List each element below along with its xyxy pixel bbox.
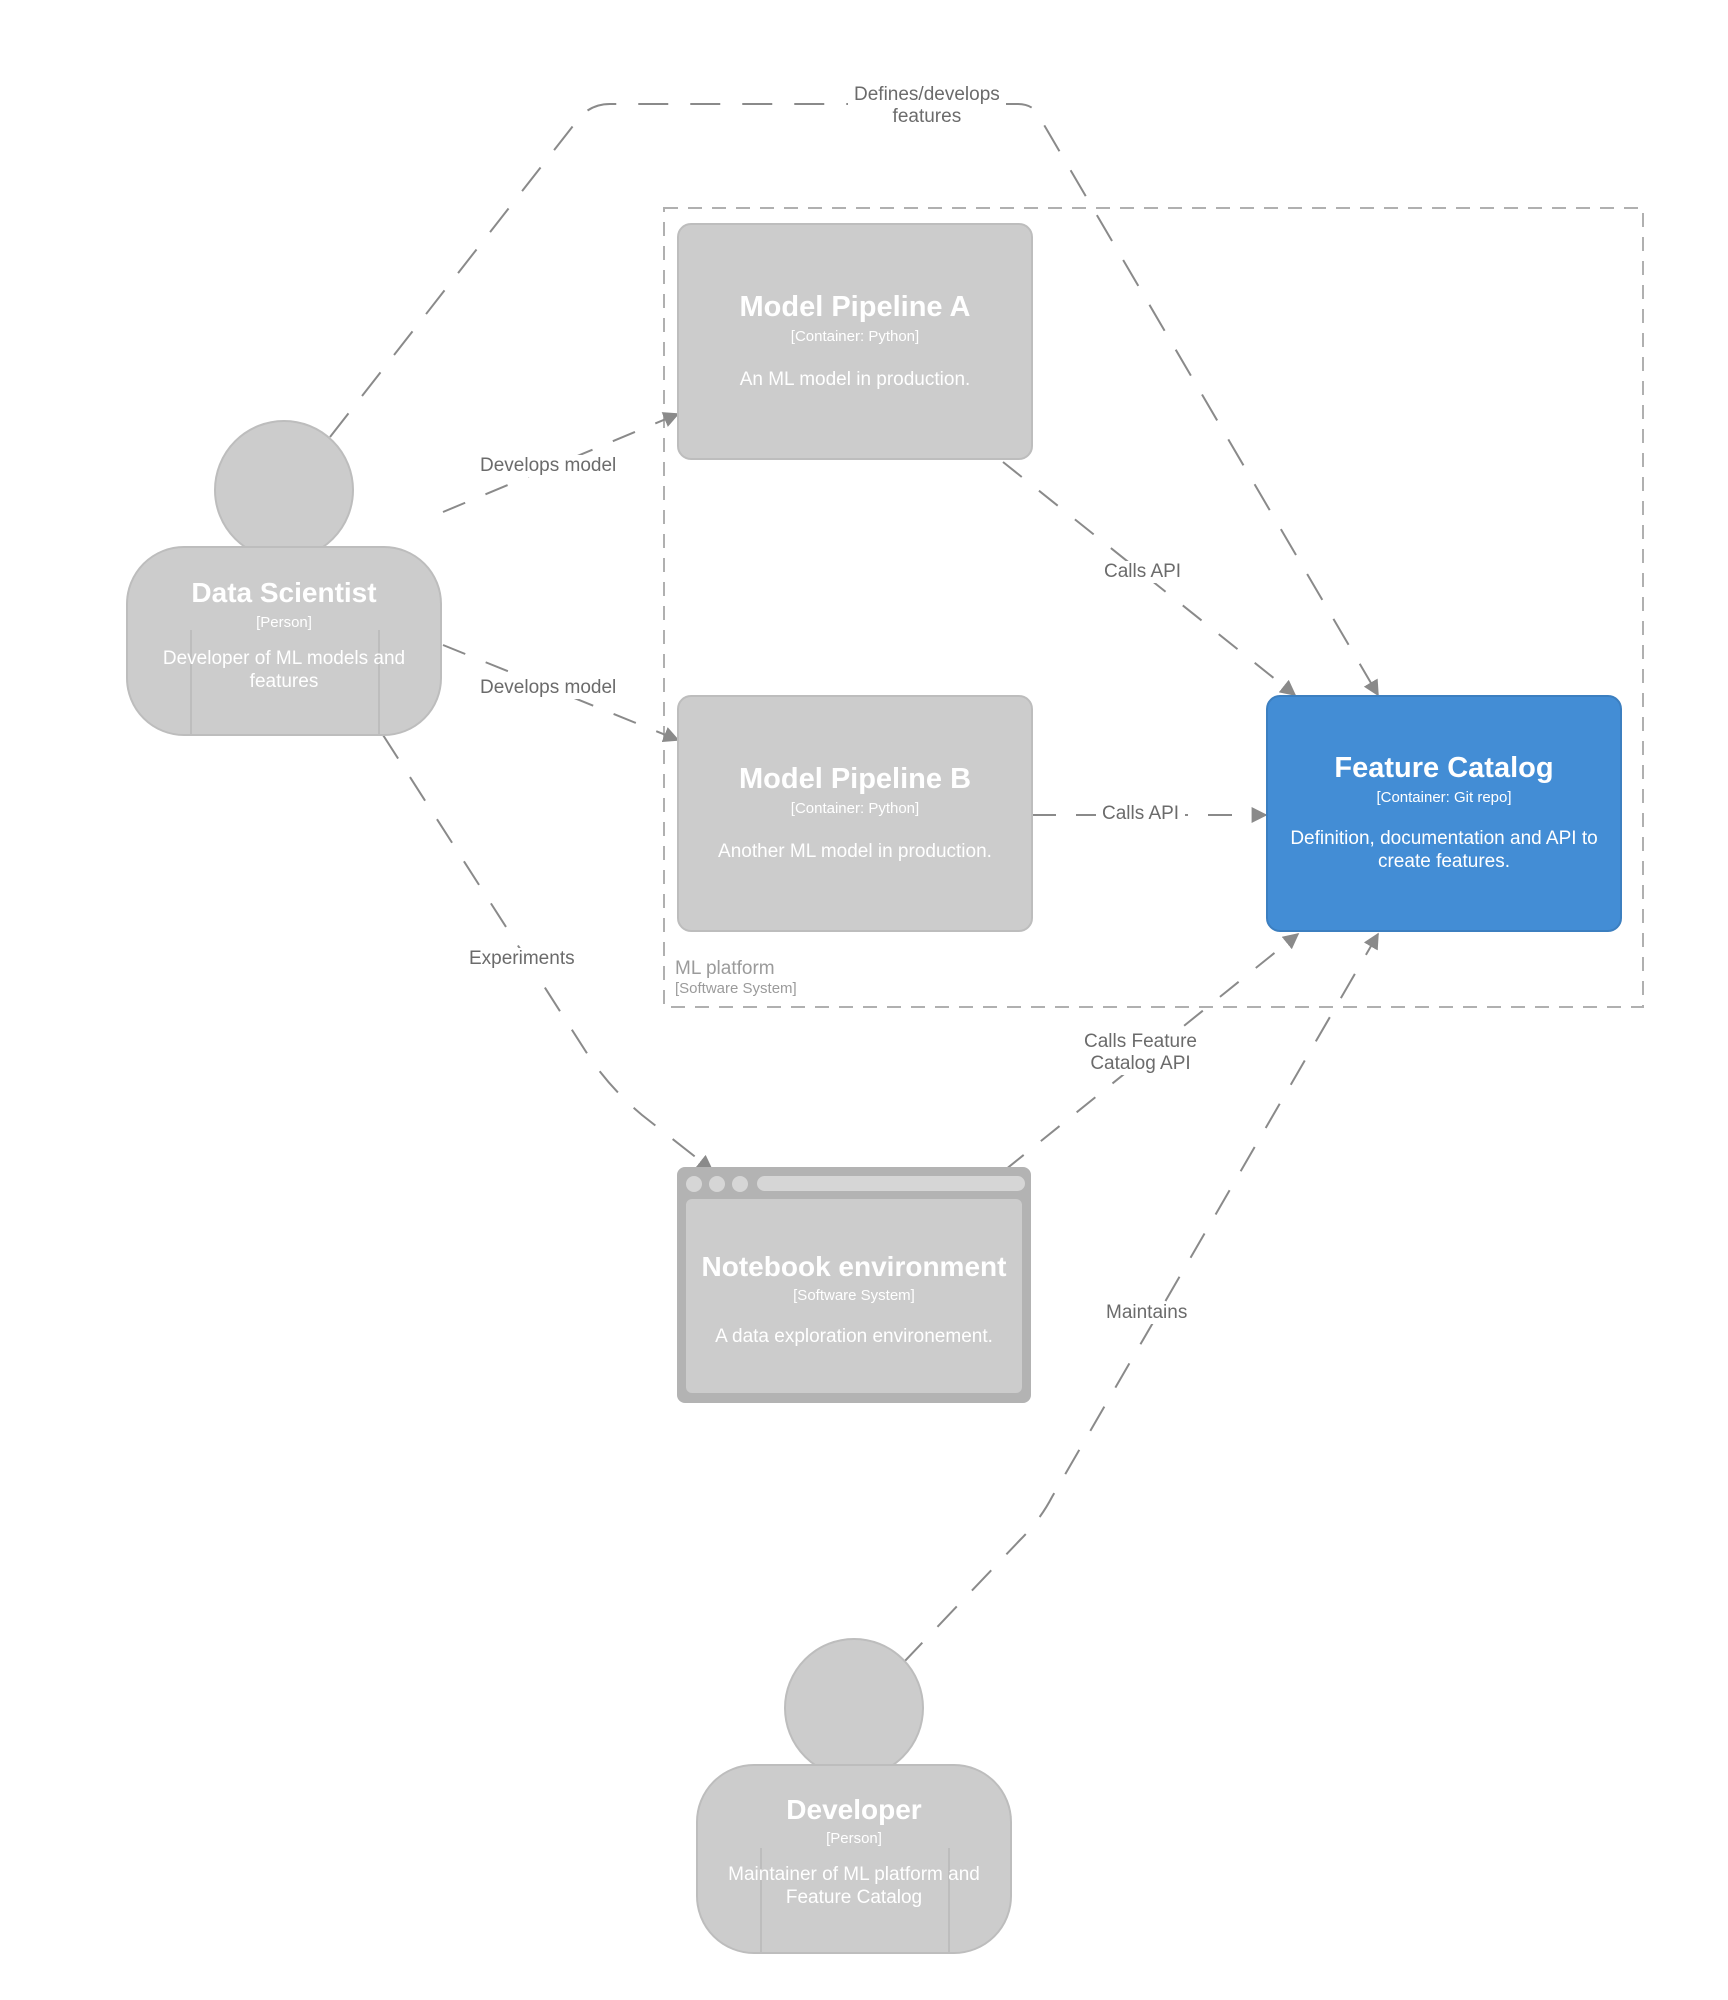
label-maintains: Maintains: [1100, 1302, 1194, 1324]
label-experiments: Experiments: [463, 948, 581, 970]
element-description: Definition, documentation and API to cre…: [1268, 827, 1620, 873]
person-arm-right: [948, 1848, 950, 1954]
person-body: [696, 1764, 1012, 1954]
element-title: Model Pipeline B: [738, 763, 972, 795]
element-description: Developer of ML models and features: [144, 647, 424, 693]
window-dot-icon: [709, 1176, 725, 1192]
element-title: Notebook environment: [701, 1251, 1007, 1282]
label-line: Calls Feature: [1084, 1031, 1197, 1052]
label-calls-api-b: Calls API: [1096, 803, 1186, 825]
window-address-bar: [757, 1176, 1025, 1191]
edge-experiments: [382, 734, 714, 1171]
element-kind: [Person]: [256, 614, 312, 631]
ml-platform-boundary: [663, 207, 1644, 1008]
description-line: features: [249, 671, 319, 692]
label-develops-model-b: Develops model: [474, 677, 623, 699]
element-title: Model Pipeline A: [739, 291, 971, 323]
description-line: Developer of ML models and: [162, 648, 406, 669]
edge-defines-features: [329, 103, 1379, 697]
window-screen: Notebook environment [Software System] A…: [686, 1199, 1022, 1393]
person-data-scientist[interactable]: Data Scientist [Person] Developer of ML …: [126, 420, 442, 736]
person-developer[interactable]: Developer [Person] Maintainer of ML plat…: [696, 1638, 1012, 1954]
system-notebook-environment[interactable]: Notebook environment [Software System] A…: [677, 1167, 1031, 1403]
element-kind: [Container: Python]: [790, 328, 920, 345]
ml-platform-label: ML platform [Software System]: [675, 958, 797, 998]
label-develops-model-a: Develops model: [474, 455, 623, 477]
window-dot-icon: [732, 1176, 748, 1192]
label-line: Defines/develops: [854, 84, 1000, 105]
container-feature-catalog[interactable]: Feature Catalog [Container: Git repo] De…: [1266, 695, 1622, 932]
label-calls-api-a: Calls API: [1098, 561, 1188, 583]
person-arm-left: [760, 1848, 762, 1954]
label-defines-features: Defines/develops features: [848, 84, 1006, 128]
person-body: [126, 546, 442, 736]
window-dot-icon: [686, 1176, 702, 1192]
element-kind: [Container: Git repo]: [1376, 789, 1512, 806]
element-description: An ML model in production.: [739, 369, 971, 390]
element-description: A data exploration environement.: [715, 1326, 993, 1347]
edge-maintains: [902, 932, 1379, 1664]
label-line: features: [892, 106, 962, 127]
element-kind: [Container: Python]: [790, 800, 920, 817]
person-head: [784, 1638, 924, 1778]
element-description: Maintainer of ML platform and Feature Ca…: [714, 1863, 994, 1909]
boundary-kind: [Software System]: [675, 980, 797, 997]
container-model-pipeline-b[interactable]: Model Pipeline B [Container: Python] Ano…: [677, 695, 1033, 932]
element-kind: [Person]: [826, 1830, 882, 1847]
person-arm-right: [378, 630, 380, 736]
label-calls-catalog-api: Calls Feature Catalog API: [1078, 1031, 1203, 1075]
container-model-pipeline-a[interactable]: Model Pipeline A [Container: Python] An …: [677, 223, 1033, 460]
element-kind: [Software System]: [793, 1287, 915, 1304]
label-line: Catalog API: [1090, 1053, 1191, 1074]
element-title: Data Scientist: [191, 577, 377, 608]
person-arm-left: [190, 630, 192, 736]
description-line: Definition, documentation and API to: [1290, 828, 1598, 849]
boundary-name: ML platform: [675, 958, 775, 979]
description-line: Feature Catalog: [785, 1887, 923, 1908]
element-title: Developer: [786, 1794, 922, 1825]
element-description: Another ML model in production.: [718, 841, 992, 862]
description-line: create features.: [1377, 851, 1511, 872]
element-title: Feature Catalog: [1334, 752, 1554, 784]
person-head: [214, 420, 354, 560]
description-line: Maintainer of ML platform and: [728, 1864, 980, 1885]
